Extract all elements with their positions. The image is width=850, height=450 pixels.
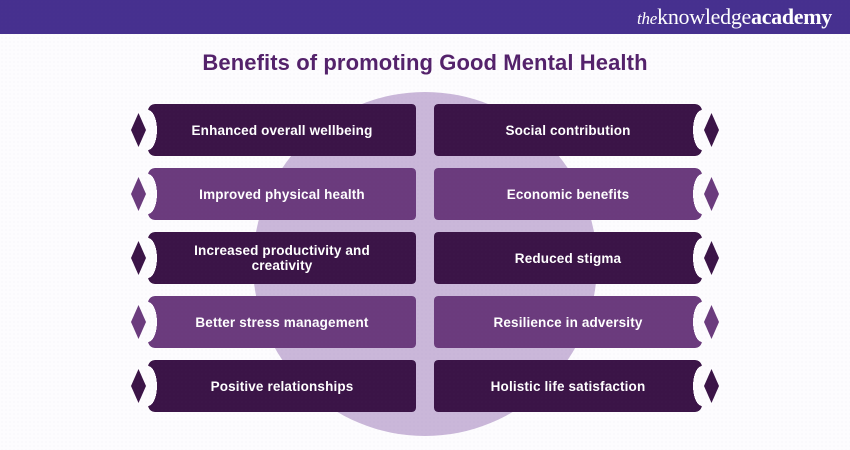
benefit-bar: Improved physical health xyxy=(148,168,416,220)
page-title: Benefits of promoting Good Mental Health xyxy=(202,50,648,75)
diamond-marker-icon xyxy=(131,177,146,211)
diamond-marker-icon xyxy=(704,113,719,147)
benefit-label: Economic benefits xyxy=(506,186,630,202)
benefit-label: Resilience in adversity xyxy=(493,314,643,330)
benefit-label: Reduced stigma xyxy=(514,250,622,266)
benefit-bar: Social contribution xyxy=(434,104,702,156)
benefit-bar: Reduced stigma xyxy=(434,232,702,284)
benefit-label: Social contribution xyxy=(505,122,631,138)
benefit-bar: Increased productivity and creativity xyxy=(148,232,416,284)
benefit-item-right[interactable]: Resilience in adversity xyxy=(434,296,719,348)
benefit-label: Positive relationships xyxy=(210,378,354,394)
benefit-item-left[interactable]: Increased productivity and creativity xyxy=(131,232,416,284)
benefit-bar: Economic benefits xyxy=(434,168,702,220)
benefit-bar: Better stress management xyxy=(148,296,416,348)
benefit-row: Enhanced overall wellbeing Social contri… xyxy=(0,104,850,156)
benefit-item-right[interactable]: Holistic life satisfaction xyxy=(434,360,719,412)
benefit-label: Better stress management xyxy=(195,314,369,330)
diamond-marker-icon xyxy=(704,305,719,339)
benefit-row: Positive relationships Holistic life sat… xyxy=(0,360,850,412)
benefit-row: Increased productivity and creativity Re… xyxy=(0,232,850,284)
header-bar: theknowledgeacademy xyxy=(0,0,850,34)
benefit-item-right[interactable]: Economic benefits xyxy=(434,168,719,220)
benefit-item-right[interactable]: Reduced stigma xyxy=(434,232,719,284)
benefit-label: Holistic life satisfaction xyxy=(490,378,646,394)
brand-logo: theknowledgeacademy xyxy=(637,6,832,28)
benefit-item-left[interactable]: Improved physical health xyxy=(131,168,416,220)
brand-logo-academy: academy xyxy=(751,4,832,29)
benefit-label: Enhanced overall wellbeing xyxy=(191,122,373,138)
benefit-label: Increased productivity and creativity xyxy=(194,243,370,273)
diamond-marker-icon xyxy=(131,305,146,339)
benefit-item-left[interactable]: Positive relationships xyxy=(131,360,416,412)
brand-logo-knowledge: knowledge xyxy=(657,4,751,29)
benefit-bar: Positive relationships xyxy=(148,360,416,412)
diamond-marker-icon xyxy=(704,241,719,275)
benefit-label: Improved physical health xyxy=(199,186,365,202)
diamond-marker-icon xyxy=(131,369,146,403)
benefit-row: Improved physical health Economic benefi… xyxy=(0,168,850,220)
diamond-marker-icon xyxy=(704,177,719,211)
diamond-marker-icon xyxy=(704,369,719,403)
benefits-board: Enhanced overall wellbeing Social contri… xyxy=(0,104,850,419)
diamond-marker-icon xyxy=(131,113,146,147)
benefit-bar: Resilience in adversity xyxy=(434,296,702,348)
benefit-bar: Enhanced overall wellbeing xyxy=(148,104,416,156)
benefit-item-left[interactable]: Enhanced overall wellbeing xyxy=(131,104,416,156)
diamond-marker-icon xyxy=(131,241,146,275)
benefit-item-left[interactable]: Better stress management xyxy=(131,296,416,348)
brand-logo-the: the xyxy=(636,9,658,28)
benefit-row: Better stress management Resilience in a… xyxy=(0,296,850,348)
benefit-bar: Holistic life satisfaction xyxy=(434,360,702,412)
benefit-item-right[interactable]: Social contribution xyxy=(434,104,719,156)
